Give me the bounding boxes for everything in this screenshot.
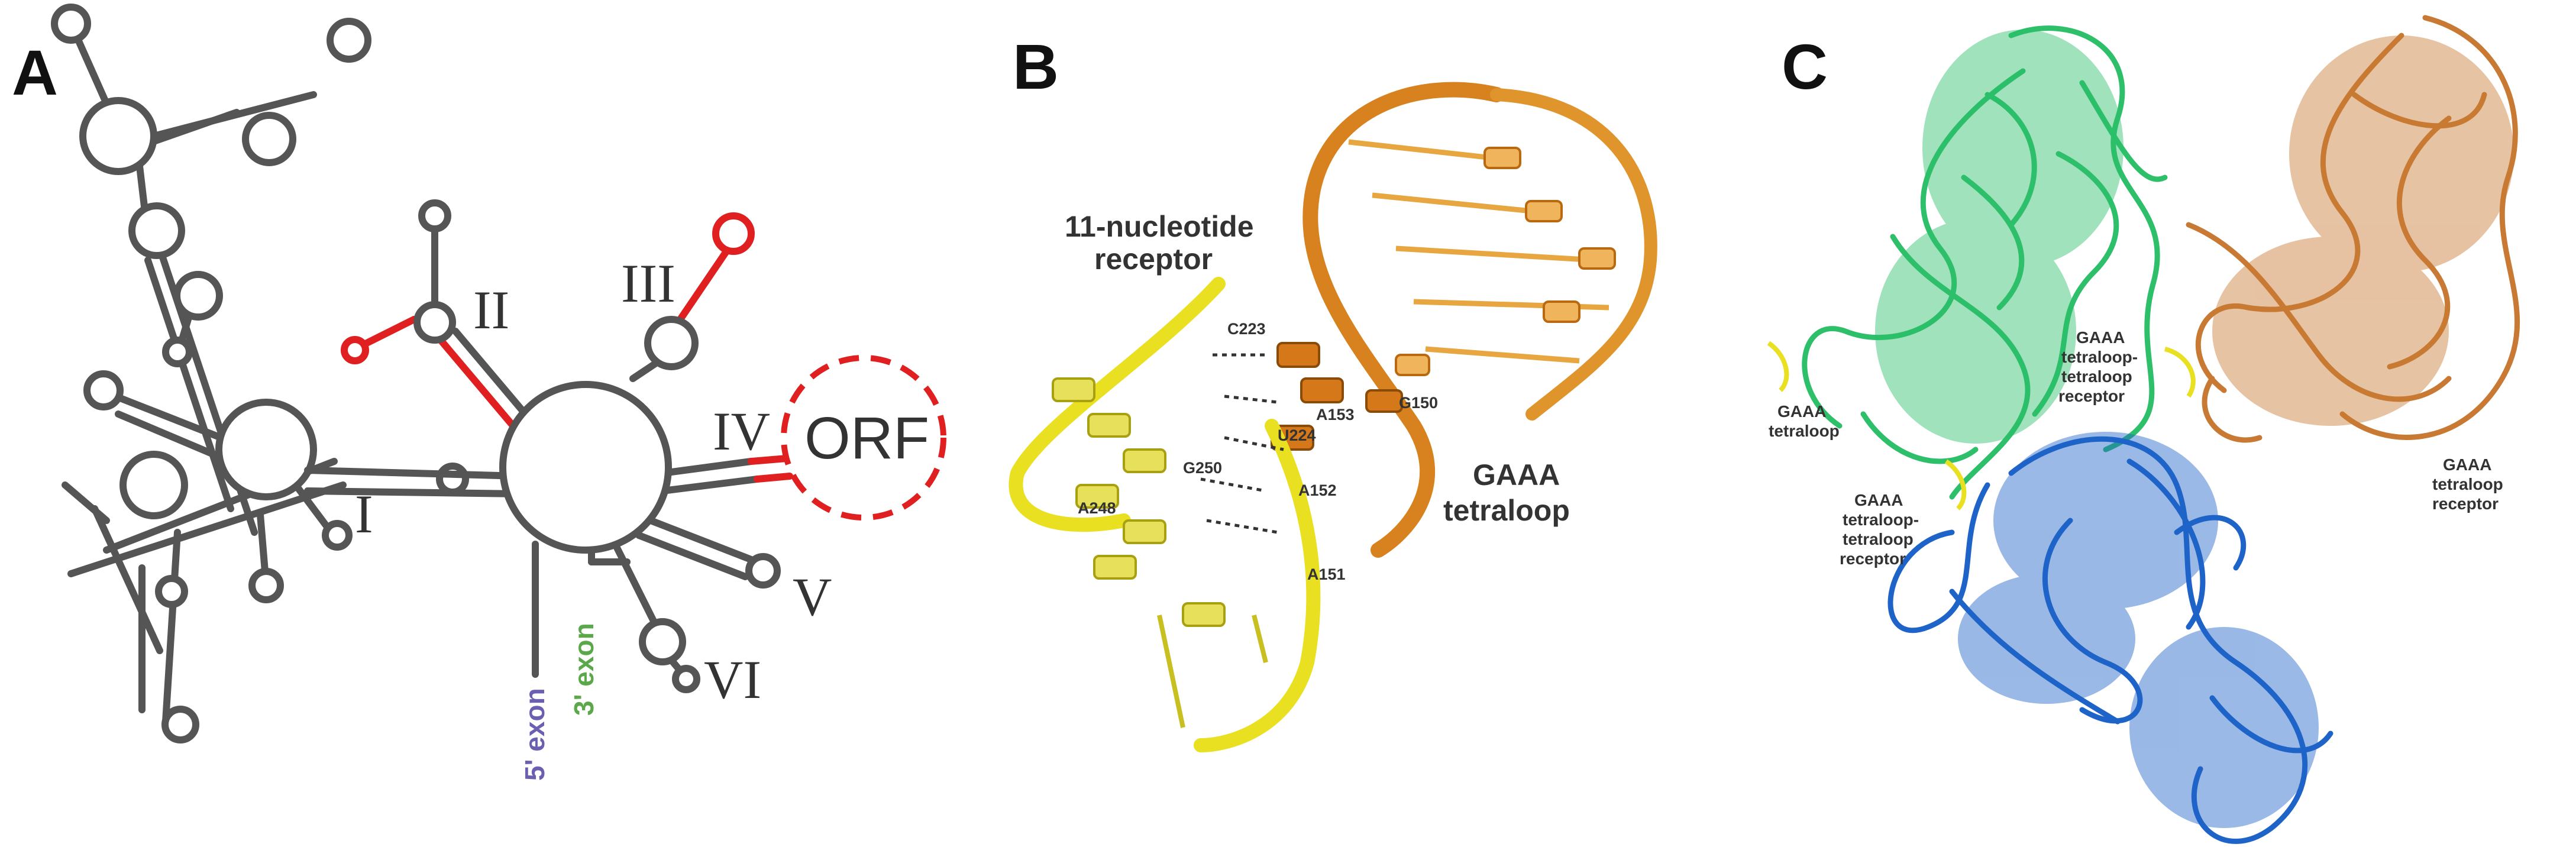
hairpin-loop — [418, 199, 451, 232]
loop — [79, 97, 157, 175]
panel-b: B — [1009, 31, 1657, 752]
hairpin-loop — [83, 370, 124, 410]
residue-label: A151 — [1307, 565, 1346, 583]
hydrogen-bonds — [1200, 353, 1284, 534]
label-left-receptor-4: receptor — [1840, 549, 1906, 568]
hairpin-loop — [162, 337, 193, 367]
junction-loop — [215, 399, 317, 500]
panel-letter-a: A — [12, 37, 58, 108]
loop — [644, 316, 699, 370]
tetraloop-label-line-2: tetraloop — [1443, 494, 1570, 527]
panel-letter-b: B — [1013, 31, 1059, 102]
green-density — [1875, 30, 2123, 444]
receptor-bases — [1052, 377, 1226, 627]
panel-letter-c: C — [1782, 31, 1828, 102]
domain-label-iii: III — [621, 253, 675, 313]
loop — [242, 112, 296, 166]
domain-i-structure — [51, 4, 469, 743]
central-junction — [499, 381, 672, 554]
domain-v-structure: V — [635, 517, 832, 627]
domain-label-i: I — [355, 484, 373, 544]
label-right-2: tetraloop — [2432, 475, 2503, 493]
panel-a: A — [12, 4, 946, 781]
exon5-label: 5' exon — [519, 688, 550, 781]
label-mid-receptor-1: GAAA — [2076, 328, 2125, 347]
copper-density — [2212, 35, 2514, 426]
loop — [436, 463, 469, 496]
label-mid-receptor-4: receptor — [2058, 387, 2125, 405]
label-right-1: GAAA — [2443, 455, 2491, 474]
receptor-label-line-1: 11-nucleotide — [1065, 210, 1254, 243]
label-left-receptor-2: tetraloop- — [1843, 510, 1919, 529]
residue-label: C223 — [1227, 320, 1266, 338]
loop — [155, 575, 188, 608]
label-mid-receptor-3: tetraloop — [2061, 367, 2132, 386]
receptor-backbone — [1009, 277, 1321, 752]
copper-molecule — [2186, 15, 2520, 443]
hairpin-loop — [341, 336, 369, 364]
domain-iv-structure: ORF IV — [659, 355, 946, 521]
domain-vi-structure: VI — [612, 541, 761, 710]
hairpin-loop — [327, 18, 371, 63]
contact-patches — [1767, 341, 2196, 510]
blue-density — [1958, 432, 2319, 828]
domain-ii-structure: II — [341, 199, 539, 438]
domain-label-vi: VI — [704, 649, 761, 710]
base-rings — [1395, 147, 1616, 376]
orf-circle — [781, 355, 946, 521]
hairpin-loop — [712, 212, 755, 255]
base-pairs — [1348, 139, 1609, 364]
receptor-label-line-2: receptor — [1094, 243, 1213, 276]
residue-label: A153 — [1316, 406, 1355, 424]
hairpin-loop — [161, 706, 199, 743]
helix-strand — [1490, 88, 1657, 421]
hairpin-loop — [322, 520, 353, 551]
hairpin-loop — [672, 665, 700, 693]
label-left-receptor-3: tetraloop — [1843, 530, 1914, 548]
loop — [413, 301, 456, 344]
stem-i — [304, 467, 524, 480]
residue-label: U224 — [1278, 426, 1316, 444]
domain-label-iv: IV — [713, 401, 770, 461]
residue-label: A152 — [1298, 481, 1337, 499]
hairpin-loop — [745, 553, 781, 589]
green-molecule — [1802, 25, 2168, 500]
tetraloop-backbone — [1302, 82, 1504, 558]
hairpin-loop — [248, 568, 284, 603]
residue-label: A248 — [1078, 499, 1116, 517]
tetraloop-bases — [1271, 342, 1403, 451]
panel-c: C — [1767, 15, 2520, 844]
domain-iii-structure: III — [621, 212, 755, 382]
receptor-sticks — [1157, 615, 1268, 728]
residue-label: G150 — [1399, 394, 1438, 412]
exon3-label: 3' exon — [568, 623, 599, 716]
hairpin-loop — [51, 4, 91, 44]
label-left-tetraloop-2: tetraloop — [1769, 422, 1840, 440]
blue-molecule — [1887, 436, 2333, 844]
domain-label-v: V — [793, 567, 832, 627]
loop — [639, 618, 686, 665]
loop — [128, 202, 185, 259]
label-right-3: receptor — [2432, 494, 2499, 513]
label-left-receptor-1: GAAA — [1854, 491, 1903, 509]
tetraloop-label-line-1: GAAA — [1473, 458, 1560, 492]
stem-i — [304, 487, 524, 497]
domain-label-ii: II — [473, 280, 509, 340]
residue-label: G250 — [1183, 459, 1222, 477]
orf-label: ORF — [804, 405, 929, 471]
label-left-tetraloop-1: GAAA — [1777, 402, 1826, 421]
label-mid-receptor-2: tetraloop- — [2061, 348, 2138, 366]
loop — [119, 451, 188, 519]
loop — [173, 271, 223, 321]
